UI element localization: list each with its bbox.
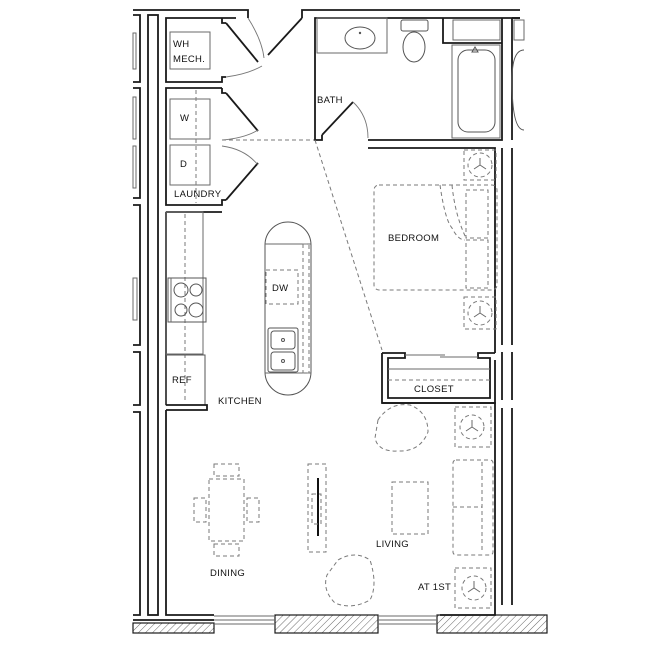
washer-label: W xyxy=(180,113,189,124)
armchair xyxy=(325,554,375,607)
right-neighbor-walls xyxy=(501,17,525,605)
mech-label: MECH. xyxy=(173,54,205,65)
bathtub-icon xyxy=(457,49,496,133)
kitchen-label: KITCHEN xyxy=(218,396,262,407)
coffee-table xyxy=(391,481,429,535)
dw-label: DW xyxy=(272,283,288,294)
burner-icon xyxy=(189,283,203,297)
kitchen: REF DW KITCHEN xyxy=(165,211,312,411)
top-wall xyxy=(133,9,520,18)
sink-icon xyxy=(344,26,376,50)
dryer xyxy=(169,144,211,186)
bath-label: BATH xyxy=(317,95,343,106)
kitchen-counter xyxy=(165,211,204,355)
ref-label: REF xyxy=(172,375,192,386)
wh-mech-closet: WH MECH. xyxy=(165,17,303,83)
tv-console xyxy=(307,463,327,553)
washer xyxy=(169,98,211,140)
burner-icon xyxy=(174,303,188,317)
lamp-icon xyxy=(467,152,493,178)
kitchen-sink-icon xyxy=(267,327,299,373)
left-corridor-walls xyxy=(132,14,159,616)
dining-table xyxy=(208,478,245,542)
sofa xyxy=(452,459,494,556)
range xyxy=(167,277,207,323)
laundry-door-top[interactable] xyxy=(225,92,259,132)
hall-door[interactable] xyxy=(267,17,303,56)
bedroom-label: BEDROOM xyxy=(388,233,439,244)
vanity xyxy=(316,17,388,54)
kitchen-island xyxy=(264,221,312,396)
floor-note: AT 1ST xyxy=(418,582,451,593)
dining-label: DINING xyxy=(210,568,245,579)
burner-icon xyxy=(173,282,189,298)
bedroom: BEDROOM CLOSET xyxy=(314,139,498,404)
bottom-wall xyxy=(132,614,548,634)
dryer-label: D xyxy=(180,159,187,170)
laundry-room: W D LAUNDRY xyxy=(165,87,315,206)
dining-area: DINING xyxy=(193,463,260,579)
dishwasher xyxy=(265,269,299,305)
lamp-icon xyxy=(467,300,493,326)
armchair xyxy=(374,404,429,452)
burner-icon xyxy=(188,302,204,318)
closet-label: CLOSET xyxy=(414,384,454,395)
wh-door[interactable] xyxy=(225,22,259,63)
laundry-label: LAUNDRY xyxy=(174,189,222,200)
laundry-door-bottom[interactable] xyxy=(225,162,259,201)
bathroom: BATH xyxy=(314,17,520,141)
lamp-icon xyxy=(461,575,487,601)
toilet-tank xyxy=(400,19,429,32)
toilet-icon xyxy=(402,31,426,63)
wh-label: WH xyxy=(173,39,189,50)
living-label: LIVING xyxy=(376,539,409,550)
bed xyxy=(373,184,498,291)
lamp-icon xyxy=(459,414,485,440)
living-area: LIVING AT 1ST xyxy=(307,404,494,609)
bath-door[interactable] xyxy=(321,101,354,136)
